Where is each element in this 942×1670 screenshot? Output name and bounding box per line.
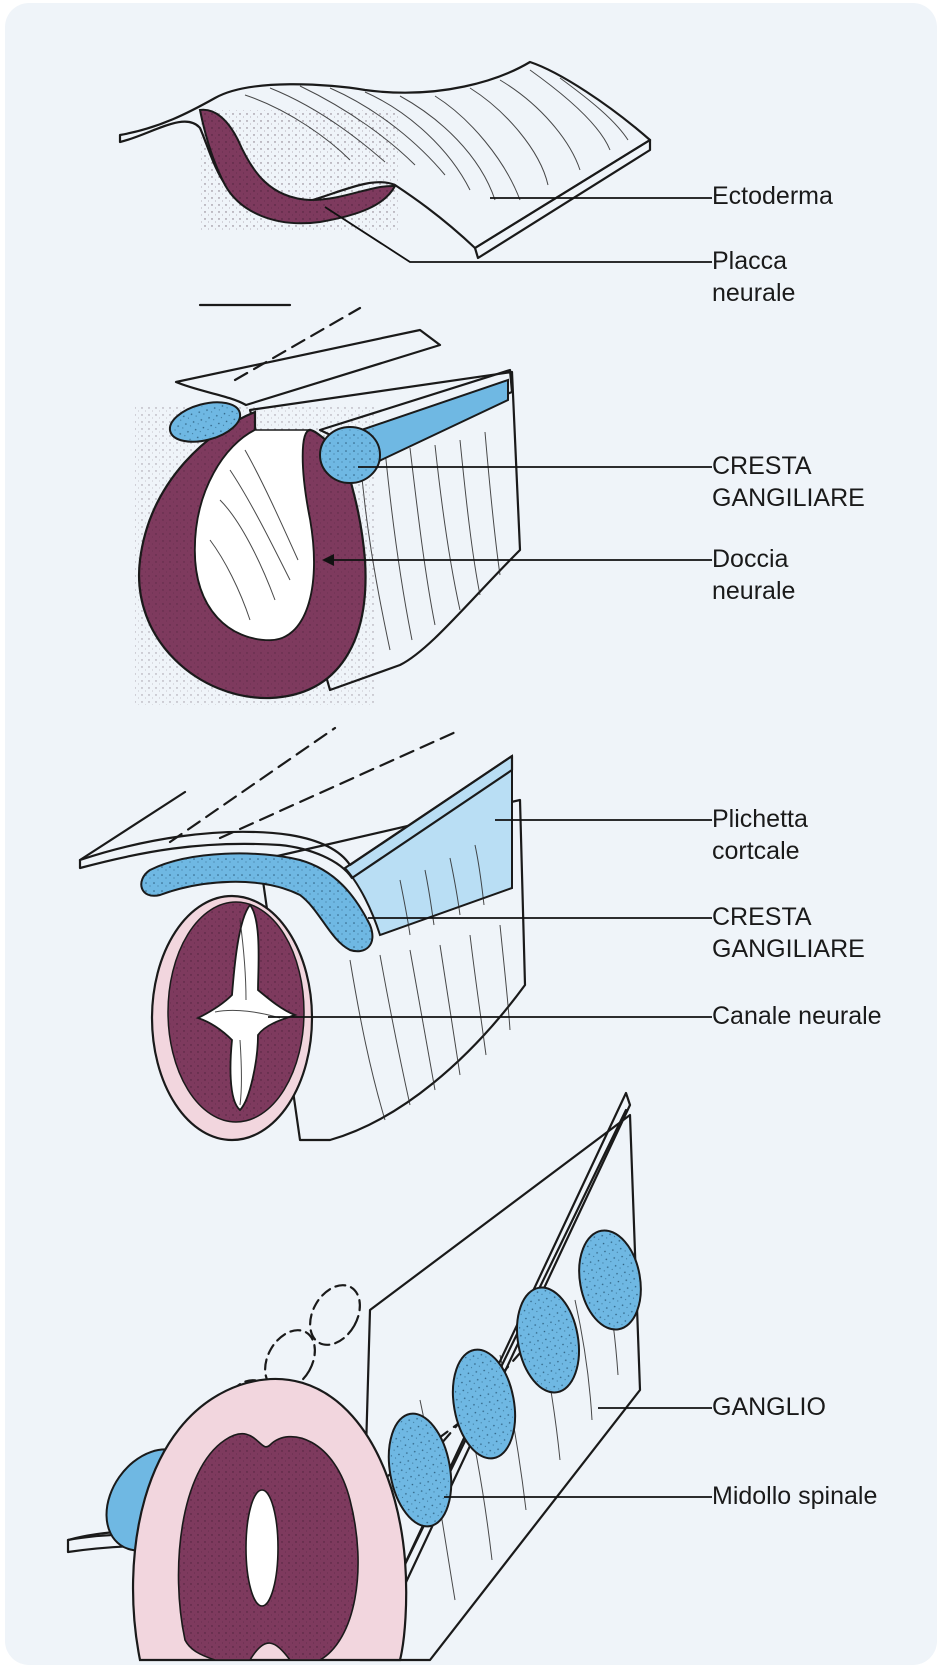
label-doccia-neurale: Doccia neurale: [712, 545, 796, 605]
label-ectoderma: Ectoderma: [712, 182, 833, 210]
stage4-spinal-cord: [66, 1091, 642, 1662]
label-cresta-gangiliare-2: CRESTA GANGILIARE: [712, 903, 865, 963]
stage3-neural-tube: [78, 726, 527, 1142]
label-cresta-gangiliare-1: CRESTA GANGILIARE: [712, 452, 865, 512]
stage2-neural-groove: [135, 303, 522, 705]
central-canal: [245, 1489, 279, 1607]
label-ganglio: GANGLIO: [712, 1393, 826, 1421]
cortical-fold: [343, 754, 513, 937]
label-placca-neurale: Placca neurale: [712, 247, 796, 307]
label-midollo-spinale: Midollo spinale: [712, 1482, 878, 1510]
label-plichetta-cortcale: Plichetta cortcale: [712, 805, 808, 865]
stage1-neural-plate: [118, 60, 652, 260]
label-canale-neurale: Canale neurale: [712, 1002, 882, 1030]
neural-canal: [195, 903, 298, 1112]
leader-placca: [324, 206, 712, 263]
